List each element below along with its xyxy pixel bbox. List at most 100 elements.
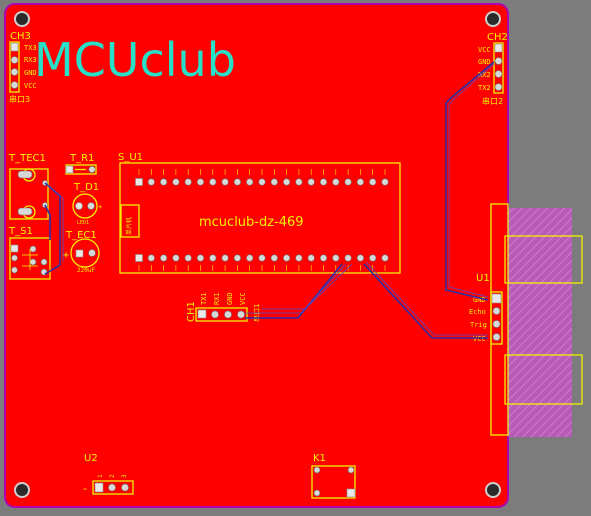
- mcu-top-pad: [270, 178, 278, 186]
- mcu-top-pad: [135, 178, 143, 186]
- ch2-pin-1: VCC: [478, 46, 491, 54]
- u2-minus: -: [83, 482, 87, 495]
- ch2-designator: CH2: [487, 32, 508, 43]
- mcu-bottom-pad: [147, 254, 155, 262]
- mcu-bottom-pad: [332, 254, 340, 262]
- ch1-pin-4: VCC: [239, 292, 247, 305]
- t-ec1-designator: T_EC1: [65, 230, 97, 241]
- k1-button[interactable]: K1: [311, 453, 356, 499]
- t-r1-designator: T_R1: [69, 153, 94, 164]
- ch2-pin-2: GND: [478, 58, 491, 66]
- u1-ultrasonic-module[interactable]: U1 GND Echo Trig VCC: [469, 203, 583, 437]
- ch3-designator: CH3: [10, 31, 31, 42]
- ch1-designator: CH1: [186, 301, 197, 322]
- mcu-bottom-pad: [381, 254, 389, 262]
- mounting-hole-tr: [485, 11, 501, 27]
- connector-ch3[interactable]: CH3 TX3 RX3 GND VCC 串口3: [9, 31, 37, 104]
- s-u1-mcu-module[interactable]: S_U1 单片机 mcuclub-dz-469: [118, 152, 401, 274]
- mcu-bottom-pad: [369, 254, 377, 262]
- mounting-hole-bl: [14, 482, 30, 498]
- svg-text:LED1: LED1: [77, 220, 89, 226]
- mcu-bottom-pad: [160, 254, 168, 262]
- mcu-top-pad: [233, 178, 241, 186]
- mcu-top-pad: [196, 178, 205, 186]
- s-u1-designator: S_U1: [118, 152, 143, 163]
- ch3-pin-4: VCC: [24, 82, 37, 90]
- mcu-top-pad: [356, 178, 365, 186]
- logo-text: MCUclub: [34, 33, 236, 87]
- ch3-pin-3: GND: [24, 69, 37, 77]
- mcu-top-pad: [332, 178, 340, 186]
- u2-pin-1-num: 1: [97, 474, 104, 478]
- s-u1-side-label: 单片机: [125, 217, 133, 235]
- mcu-top-pad: [147, 178, 155, 186]
- ch2-label: 串口2: [482, 97, 503, 106]
- u1-pin-4: VCC: [473, 335, 486, 343]
- k1-designator: K1: [313, 453, 326, 464]
- u2-pin-2-num: 2: [109, 474, 116, 478]
- mcu-top-pad: [172, 178, 180, 186]
- t-d1-designator: T_D1: [73, 182, 99, 193]
- mcu-top-pad: [283, 178, 291, 186]
- u1-pin-2: Echo: [469, 308, 486, 316]
- mcu-top-pad: [381, 178, 389, 186]
- mcu-top-pad: [344, 178, 352, 186]
- u1-keepout-area: [508, 208, 572, 437]
- mcu-bottom-pad: [319, 254, 328, 262]
- t-ec1-value: 220uF: [77, 267, 95, 274]
- u1-pin-3: Trig: [470, 321, 487, 329]
- mcu-bottom-pin-row: [135, 254, 389, 271]
- u2-designator: U2: [84, 453, 98, 464]
- mcu-bottom-pad: [283, 254, 291, 262]
- u2-pin-3-num: 3: [121, 474, 128, 478]
- u1-designator: U1: [476, 273, 490, 284]
- ch3-label: 串口3: [9, 95, 30, 104]
- s-u1-title: mcuclub-dz-469: [199, 215, 304, 230]
- t-d1-component[interactable]: T_D1 + LED1: [72, 182, 102, 226]
- ch2-pin-4: TX2: [478, 84, 491, 92]
- mcu-bottom-pad: [233, 254, 241, 262]
- mcu-bottom-pad: [172, 254, 180, 262]
- u2-component[interactable]: U2 1 2 3 -: [83, 453, 134, 495]
- t-tec1-component[interactable]: T_TEC1: [8, 153, 49, 220]
- t-tec1-designator: T_TEC1: [8, 153, 46, 164]
- mcu-bottom-pad: [184, 254, 192, 262]
- t-ec1-component[interactable]: T_EC1 + 220uF: [63, 230, 100, 274]
- mounting-hole-tl: [14, 11, 30, 27]
- ch1-pin-3: GND: [226, 292, 234, 305]
- t-s1-designator: T_S1: [8, 226, 33, 237]
- mcu-top-pin-row: [135, 169, 389, 186]
- svg-text:+: +: [98, 203, 102, 211]
- ch2-pin-3: RX2: [478, 71, 491, 79]
- mcu-bottom-pad: [221, 254, 229, 262]
- connector-ch2[interactable]: CH2 VCC GND RX2 TX2 串口2: [478, 32, 508, 106]
- mcu-bottom-pad: [209, 254, 217, 262]
- mcu-top-pad: [246, 178, 254, 186]
- mcu-bottom-pad: [295, 254, 303, 262]
- mcu-top-pad: [221, 178, 229, 186]
- t-ec1-plus: +: [63, 250, 69, 261]
- mcu-top-pad: [319, 178, 328, 186]
- mcu-top-pad: [307, 178, 315, 186]
- mcu-top-pad: [369, 178, 377, 186]
- mcu-bottom-pad: [270, 254, 278, 262]
- t-r1-component[interactable]: T_R1: [65, 153, 97, 175]
- mcu-top-pad: [209, 178, 217, 186]
- u1-pin-1: GND: [473, 296, 486, 304]
- mcu-bottom-pad: [246, 254, 254, 262]
- mcu-bottom-pad: [307, 254, 315, 262]
- ch1-pin-1: TX1: [200, 292, 208, 305]
- mcu-top-pad: [258, 178, 266, 186]
- ch3-pin-1: TX3: [24, 44, 37, 52]
- mcu-bottom-pad: [258, 254, 266, 262]
- ch3-pin-2: RX3: [24, 56, 37, 64]
- mcu-top-pad: [184, 178, 192, 186]
- mcu-bottom-pad: [356, 254, 365, 262]
- mcu-bottom-pad: [344, 254, 352, 262]
- mcu-bottom-pad: [196, 254, 205, 262]
- mcu-top-pad: [295, 178, 303, 186]
- copper-traces: [44, 61, 495, 339]
- mounting-hole-br: [485, 482, 501, 498]
- mcu-top-pad: [160, 178, 168, 186]
